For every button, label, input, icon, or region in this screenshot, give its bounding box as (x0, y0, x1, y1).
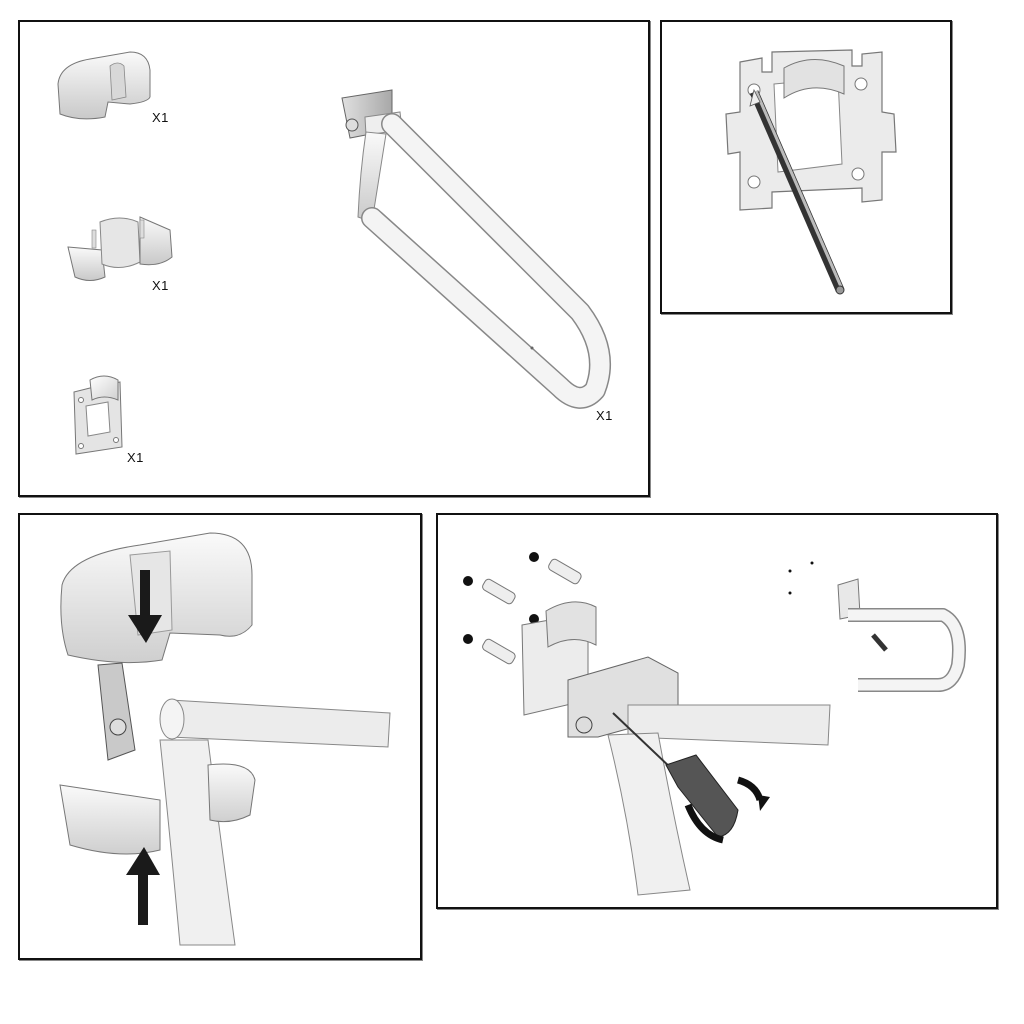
grab-bar-overview-icon (788, 561, 966, 692)
screw-mount-step-panel (436, 513, 998, 909)
parts-illustration (57, 51, 611, 455)
bottom-cover-icon (67, 216, 173, 281)
arrow-down-icon (128, 570, 162, 643)
fit-covers-step-panel (18, 513, 422, 960)
pencil-icon (749, 88, 845, 295)
grab-bar-tube-icon (607, 704, 831, 896)
mark-holes-step-panel (660, 20, 952, 314)
wall-plug-icons (463, 552, 582, 665)
wall-bracket-icon (73, 375, 123, 455)
parts-list-panel: X1 X1 X1 X1 (18, 20, 650, 497)
bottom-cover-quantity: X1 (152, 278, 169, 293)
bottom-cover-icon (59, 763, 256, 855)
wall-bracket-icon (725, 49, 897, 211)
mark-holes-illustration (725, 49, 897, 295)
arrow-up-icon (126, 847, 160, 925)
grab-bar-tube-icon (159, 698, 391, 946)
grab-bar-icon (341, 89, 611, 409)
top-cover-icon (60, 532, 253, 664)
fit-covers-illustration (59, 532, 391, 946)
grab-bar-quantity: X1 (596, 408, 613, 423)
rotate-arrow-icon (684, 776, 770, 844)
top-cover-icon (57, 51, 151, 120)
top-cover-quantity: X1 (152, 110, 169, 125)
hinge-plate-icon (97, 662, 136, 761)
screw-mount-illustration (463, 552, 966, 896)
bracket-quantity: X1 (127, 450, 144, 465)
